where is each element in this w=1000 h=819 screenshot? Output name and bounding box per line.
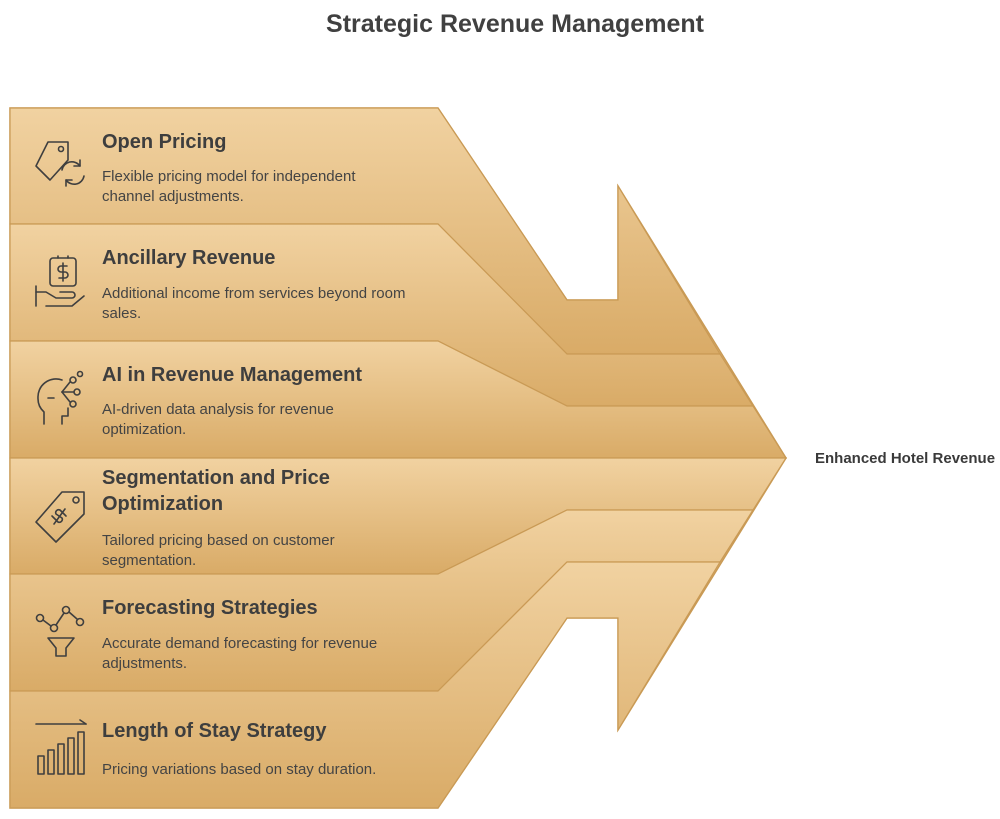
item-title-line: Forecasting Strategies [102, 597, 318, 619]
item-desc-line: Tailored pricing based on customer [102, 532, 335, 549]
band-length-of-stay [9, 561, 722, 809]
item-desc-line: Accurate demand forecasting for revenue [102, 635, 377, 652]
svg-text:Open Pricing: Open Pricing [102, 131, 226, 153]
ai-head-icon [37, 370, 84, 425]
svg-text:Segmentation and Price O: Segmentation and Price Optimization [102, 467, 335, 515]
item-title-line: Segmentation and Price [102, 467, 330, 489]
svg-text:Tailored pricing based on cust: Tailored pricing based on customer segme… [102, 532, 339, 569]
diagram-title: Strategic Revenue Management [326, 10, 705, 38]
svg-text:Ancillary Revenue: Ancillary Revenue [102, 247, 275, 269]
item-desc-line: Additional income from services beyond r… [102, 285, 405, 302]
item-forecasting: Forecasting Strategies Accurate demand f… [35, 597, 381, 672]
svg-text:Forecasting Strategies: Forecasting Strategies [102, 597, 318, 619]
item-desc-line: AI-driven data analysis for revenue [102, 401, 334, 418]
svg-text:Length of Stay Strategy: Length of Stay Strategy [102, 720, 327, 742]
svg-text:Pricing variations based on st: Pricing variations based on stay duratio… [102, 761, 376, 778]
item-title-line: Optimization [102, 493, 223, 515]
svg-text:Additional income from service: Additional income from services beyond r… [102, 285, 410, 322]
svg-text:Flexible pricing model for ind: Flexible pricing model for independent c… [102, 168, 360, 205]
item-length-of-stay: Length of Stay Strategy Pricing variatio… [35, 719, 376, 778]
item-desc-line: channel adjustments. [102, 188, 244, 205]
price-tag-refresh-icon [35, 141, 85, 187]
item-desc-line: optimization. [102, 421, 186, 438]
svg-text:AI in Revenue Management: AI in Revenue Management [102, 364, 362, 386]
item-title-line: Length of Stay Strategy [102, 720, 327, 742]
item-title-line: Open Pricing [102, 131, 226, 153]
item-title-line: Ancillary Revenue [102, 247, 275, 269]
svg-text:Accurate demand forecasting fo: Accurate demand forecasting for revenue … [102, 635, 381, 672]
dollar-tag-icon [35, 491, 85, 543]
item-desc-line: adjustments. [102, 655, 187, 672]
money-bag-hand-icon [35, 255, 85, 307]
network-funnel-icon [35, 605, 85, 657]
item-ai-revenue: AI in Revenue Management AI-driven data … [37, 364, 362, 438]
svg-text:AI-driven data analysis for re: AI-driven data analysis for revenue opti… [102, 401, 338, 438]
item-desc-line: segmentation. [102, 552, 196, 569]
item-desc-line: Flexible pricing model for independent [102, 168, 356, 185]
outcome-label: Enhanced Hotel Revenue [815, 450, 995, 467]
item-ancillary-revenue: Ancillary Revenue Additional income from… [35, 247, 410, 322]
item-segmentation: Segmentation and Price Optimization Tail… [35, 467, 339, 569]
bands-group [9, 107, 788, 809]
item-title-line: AI in Revenue Management [102, 364, 362, 386]
item-desc-line: Pricing variations based on stay duratio… [102, 761, 376, 778]
item-open-pricing: Open Pricing Flexible pricing model for … [35, 131, 360, 205]
item-desc-line: sales. [102, 305, 141, 322]
bar-chart-icon [35, 719, 87, 775]
